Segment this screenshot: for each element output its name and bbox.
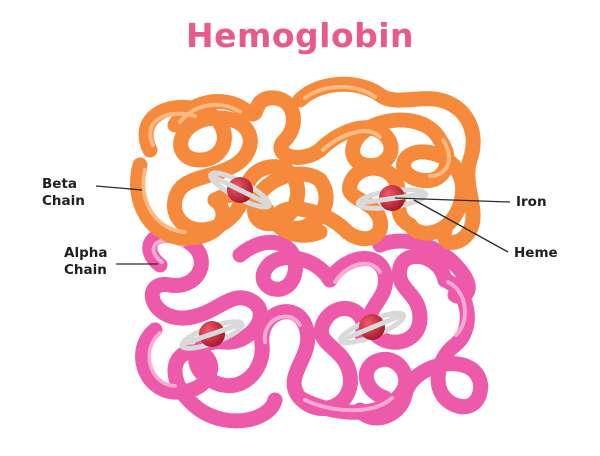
- heme-leader-line: [413, 199, 509, 253]
- heme-group-beta-right: [355, 185, 429, 211]
- alpha-chain-highlight: [147, 238, 468, 413]
- beta-chain-label: Beta Chain: [42, 176, 85, 210]
- alpha-chain-tube: [135, 227, 489, 429]
- beta-chain-tube: [129, 76, 481, 250]
- alpha-chain-label-line1: Alpha: [64, 245, 108, 261]
- alpha-chain-label-line2: Chain: [64, 262, 107, 278]
- heme-label: Heme: [514, 245, 558, 261]
- beta-chain-group: [129, 76, 481, 250]
- beta-chain-label-line1: Beta: [42, 176, 78, 192]
- heme-group-beta-left: [208, 170, 272, 210]
- heme-group-alpha-right: [337, 310, 407, 346]
- diagram-title: Hemoglobin: [185, 16, 415, 55]
- iron-label: Iron: [516, 194, 547, 210]
- beta-chain-label-line2: Chain: [42, 193, 85, 209]
- alpha-chain-label: Alpha Chain: [64, 245, 107, 279]
- beta-chain-leader-line: [95, 185, 143, 191]
- heme-group-alpha-left: [179, 319, 245, 351]
- alpha-chain-group: [135, 227, 489, 429]
- iron-leader-line: [394, 197, 511, 203]
- beta-chain-highlight: [141, 85, 451, 234]
